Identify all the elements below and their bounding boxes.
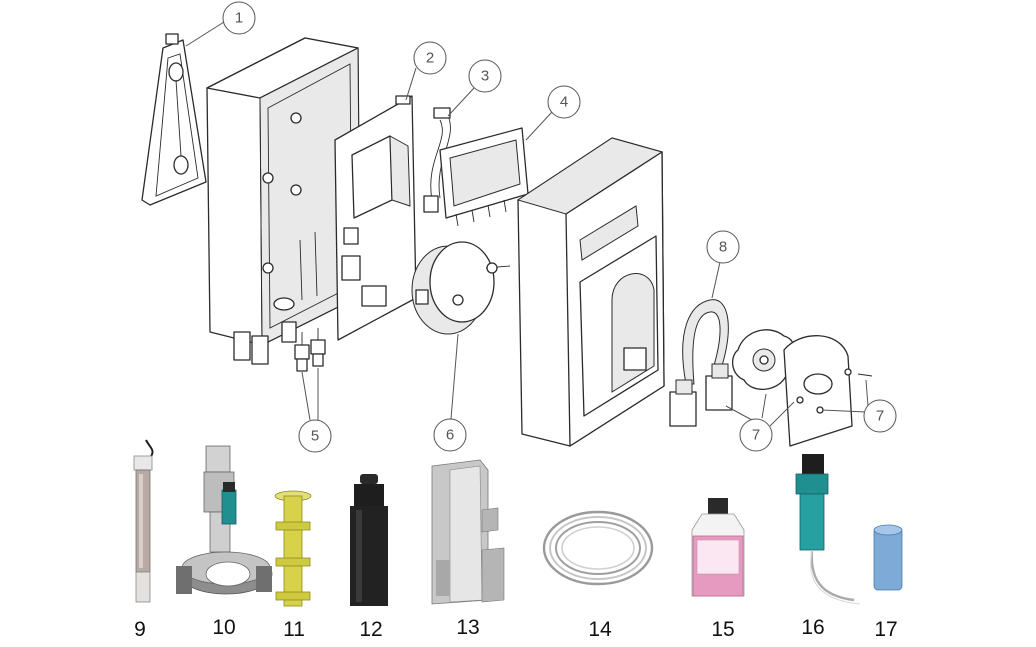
callout-7-left: 7 — [725, 393, 795, 452]
part-label-14: 14 — [588, 618, 612, 641]
part-label-10: 10 — [212, 616, 235, 639]
cable-glands — [294, 328, 326, 372]
circuit-board — [334, 95, 417, 341]
svg-text:7: 7 — [752, 427, 760, 444]
front-cover — [516, 137, 665, 447]
part-10-electrode-holder — [176, 445, 273, 595]
callout-3: 3 — [447, 59, 502, 117]
part-label-11: 11 — [283, 618, 305, 641]
part-15-buffer-bottle — [691, 498, 745, 597]
svg-text:2: 2 — [426, 50, 434, 67]
svg-text:5: 5 — [311, 428, 319, 445]
part-14-tubing-coil — [542, 510, 654, 586]
display-module — [439, 127, 529, 227]
part-label-16: 16 — [801, 616, 824, 639]
svg-text:1: 1 — [235, 10, 243, 27]
part-16-injection-valve — [795, 454, 861, 605]
wall-bracket — [141, 33, 207, 206]
callout-5: 5 — [298, 368, 332, 453]
callout-7-right: 7 — [821, 379, 897, 433]
part-label-9: 9 — [134, 618, 146, 641]
callout-2: 2 — [405, 41, 447, 101]
svg-text:4: 4 — [560, 94, 568, 111]
part-13-grey-bracket — [431, 459, 505, 605]
svg-text:3: 3 — [481, 68, 489, 85]
housing-base — [206, 37, 361, 365]
part-9-ph-electrode — [133, 439, 154, 603]
svg-text:6: 6 — [446, 427, 454, 444]
callout-8: 8 — [706, 230, 740, 299]
callout-1: 1 — [185, 1, 256, 47]
callout-6: 6 — [433, 333, 467, 452]
part-12-black-sleeve — [350, 474, 388, 606]
pump-cover-plate — [783, 335, 873, 447]
pump-tube — [669, 299, 733, 427]
part-11-yellow-insert — [274, 490, 312, 607]
part-label-15: 15 — [711, 618, 734, 641]
svg-text:8: 8 — [719, 239, 727, 256]
part-label-13: 13 — [456, 616, 479, 639]
callout-4: 4 — [525, 85, 581, 141]
pump-motor — [411, 241, 511, 335]
part-label-17: 17 — [874, 618, 897, 641]
part-17-blue-filter — [873, 524, 903, 591]
svg-text:7: 7 — [876, 408, 884, 425]
part-label-12: 12 — [359, 618, 382, 641]
